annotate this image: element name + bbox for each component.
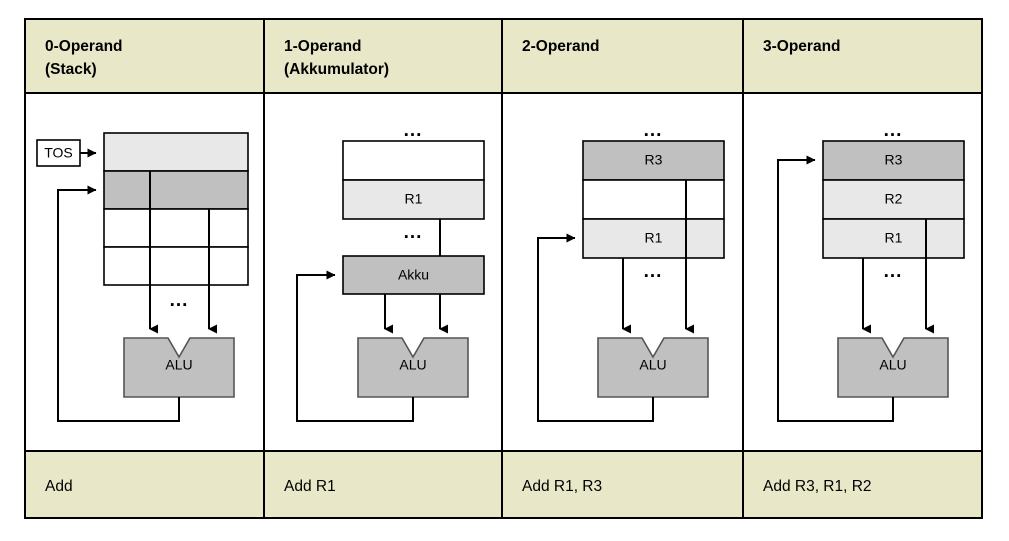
result-feedback-path-2-operand xyxy=(537,233,654,422)
instruction-label-2-operand: Add R1, R3 xyxy=(522,478,602,495)
stack-cell-tos xyxy=(103,132,249,172)
result-feedback-path-1-operand xyxy=(296,270,414,422)
header-label-1-operand-line1: 1-Operand xyxy=(284,38,362,55)
stack-cell-second xyxy=(103,170,249,210)
alu-shape-0-operand xyxy=(123,337,235,398)
ellipsis-regfile-top-3-operand: ... xyxy=(884,120,903,141)
header-cell-3-operand xyxy=(742,18,983,94)
ellipsis-regfile-top-1-operand: ... xyxy=(404,120,423,141)
ellipsis-regfile-bottom-1-operand: ... xyxy=(404,222,423,243)
stack-cell-fourth xyxy=(103,246,249,286)
diagram-2-operand: ... R3 R1 ... ALU xyxy=(537,120,725,422)
register-cell-empty-2-operand xyxy=(582,179,725,220)
register-label-r1-3-operand: R1 xyxy=(885,230,903,246)
result-feedback-path-0-operand xyxy=(57,185,180,422)
alu-shape-2-operand xyxy=(597,337,709,398)
register-cell-r3-2-operand xyxy=(582,140,725,181)
register-label-r3-3-operand: R3 xyxy=(885,152,903,168)
register-label-r1-1-operand: R1 xyxy=(405,191,423,207)
ellipsis-regfile-top-2-operand: ... xyxy=(644,120,663,141)
result-feedback-path-3-operand xyxy=(777,155,894,422)
register-label-r1-2-operand: R1 xyxy=(645,230,663,246)
accumulator-label-1-operand: Akku xyxy=(398,267,429,283)
tos-pointer-box xyxy=(36,139,81,167)
tos-pointer-label: TOS xyxy=(44,145,73,161)
header-label-1-operand-line2: (Akkumulator) xyxy=(284,61,389,78)
register-cell-r2-3-operand xyxy=(822,179,965,220)
ellipsis-regfile-bottom-2-operand: ... xyxy=(644,261,663,282)
diagram-1-operand: ... R1 ... Akku ALU xyxy=(296,120,485,422)
alu-label-2-operand: ALU xyxy=(639,357,666,373)
diagram-3-operand: ... R3 R2 R1 ... ALU xyxy=(777,120,965,422)
header-cell-0-operand xyxy=(24,18,265,94)
header-label-0-operand-line1: 0-Operand xyxy=(45,38,123,55)
register-cell-r1-1-operand xyxy=(342,179,485,220)
ellipsis-regfile-bottom-3-operand: ... xyxy=(884,261,903,282)
accumulator-box-1-operand xyxy=(342,255,485,295)
header-label-2-operand-line1: 2-Operand xyxy=(522,38,600,55)
header-label-3-operand-line1: 3-Operand xyxy=(763,38,841,55)
alu-label-3-operand: ALU xyxy=(879,357,906,373)
register-label-r2-3-operand: R2 xyxy=(885,191,903,207)
instruction-label-3-operand: Add R3, R1, R2 xyxy=(763,478,872,495)
header-cell-2-operand xyxy=(501,18,744,94)
header-label-0-operand-line2: (Stack) xyxy=(45,61,97,78)
alu-label-0-operand: ALU xyxy=(165,357,192,373)
register-label-r3-2-operand: R3 xyxy=(645,152,663,168)
alu-shape-3-operand xyxy=(837,337,949,398)
register-cell-empty-1-operand xyxy=(342,140,485,181)
header-cell-1-operand xyxy=(263,18,503,94)
stack-cell-third xyxy=(103,208,249,248)
instruction-cell-1-operand xyxy=(263,450,503,519)
instruction-label-0-operand: Add xyxy=(45,478,73,495)
diagram-0-operand: ... ALU TOS xyxy=(36,132,249,422)
register-cell-r1-2-operand xyxy=(582,218,725,259)
ellipsis-stack: ... xyxy=(170,290,189,311)
instruction-cell-3-operand xyxy=(742,450,983,519)
instruction-cell-0-operand xyxy=(24,450,265,519)
register-cell-r1-3-operand xyxy=(822,218,965,259)
instruction-label-1-operand: Add R1 xyxy=(284,478,336,495)
alu-label-1-operand: ALU xyxy=(399,357,426,373)
alu-shape-1-operand xyxy=(357,337,469,398)
